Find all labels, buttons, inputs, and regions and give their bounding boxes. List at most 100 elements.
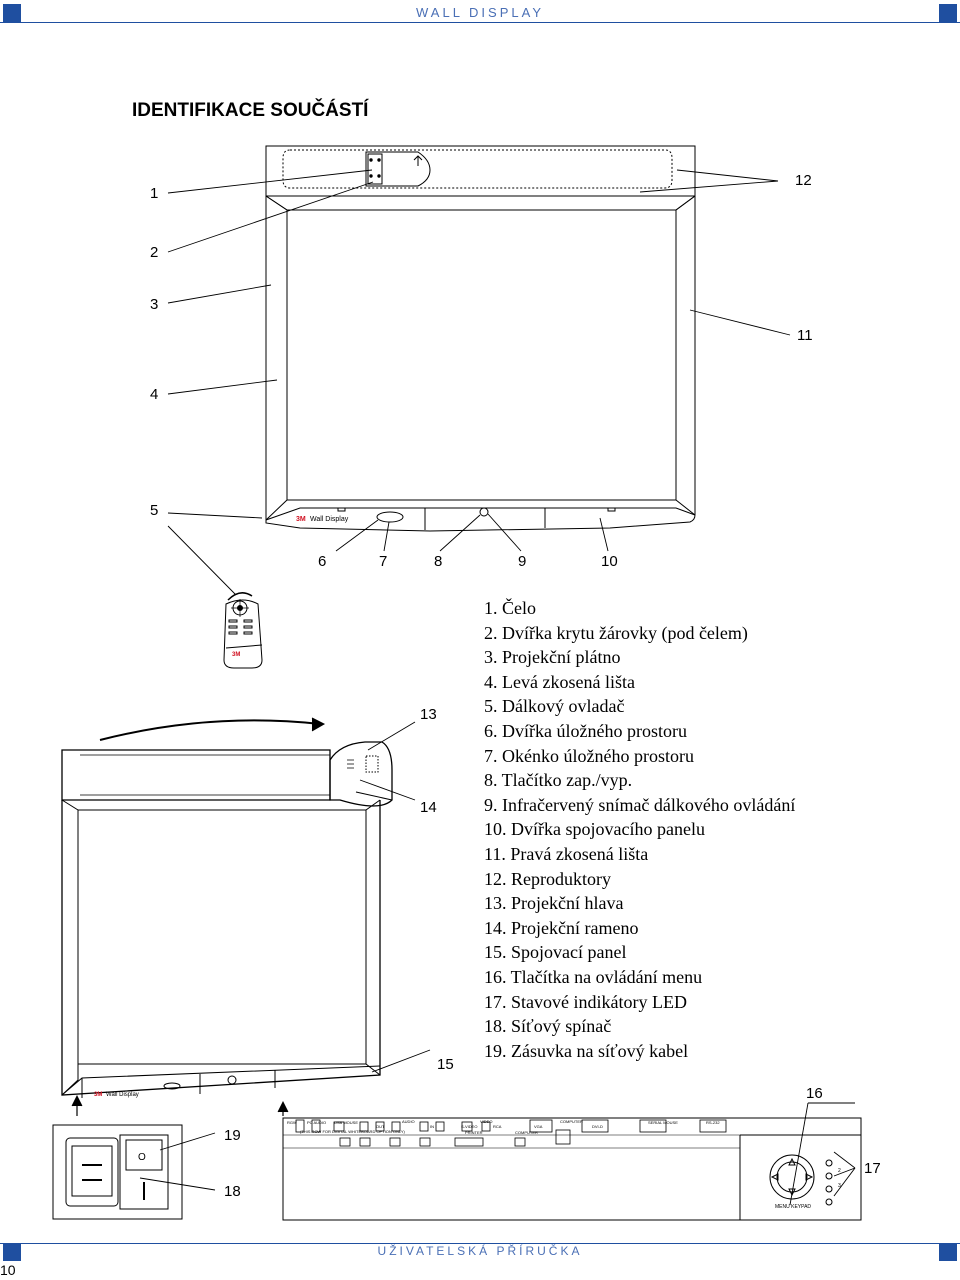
legend-item: 10. Dvířka spojovacího panelu — [484, 819, 705, 840]
legend-item: 13. Projekční hlava — [484, 893, 624, 914]
svg-text:COMPUTER: COMPUTER — [515, 1130, 538, 1135]
header-square-left — [3, 4, 21, 22]
callout-12: 12 — [795, 172, 812, 189]
svg-text:PRINTER: PRINTER — [465, 1130, 483, 1135]
led-2 — [825, 1172, 833, 1180]
svg-text:O: O — [138, 1152, 146, 1163]
legend-item: 12. Reproduktory — [484, 868, 611, 889]
legend-item: 7. Okénko úložného prostoru — [484, 745, 694, 766]
side-frame — [61, 800, 381, 1096]
storage-window — [376, 511, 404, 523]
svg-text:DVI-D: DVI-D — [592, 1124, 603, 1129]
lamp-door — [365, 151, 431, 187]
svg-text:SERIAL MOUSE: SERIAL MOUSE — [648, 1120, 678, 1125]
callout-4: 4 — [150, 386, 159, 403]
legend-item: 16. Tlačítka na ovládání menu — [484, 966, 703, 987]
side-view: 3M Wall Display — [61, 717, 393, 1098]
callout-15: 15 — [437, 1056, 454, 1073]
legend-item: 11. Pravá zkosená lišta — [484, 843, 649, 864]
svg-text:VIDEO: VIDEO — [480, 1119, 492, 1124]
callout-14: 14 — [420, 799, 437, 816]
callout-17: 17 — [864, 1160, 881, 1177]
front-brand-logo: 3M — [296, 516, 306, 523]
legend-item: 1. Čelo — [484, 598, 536, 618]
svg-text:COMPUTER: COMPUTER — [560, 1119, 583, 1124]
callout-16: 16 — [806, 1085, 823, 1102]
speaker-grille — [282, 149, 673, 189]
projection-head — [329, 741, 393, 807]
svg-text:AUDIO: AUDIO — [402, 1119, 415, 1124]
power-button — [479, 507, 489, 517]
side-bottom-trim — [61, 1065, 381, 1096]
connection-panel: RGW PC AUDIO USB MOUSE OUT AUDIO IN VIDE… — [282, 1117, 862, 1221]
legend-item: 18. Síťový spínač — [484, 1016, 612, 1037]
arm-motion-arrow — [99, 719, 321, 741]
legend-item: 5. Dálkový ovladač — [484, 696, 625, 717]
legend-item: 17. Stavové indikátory LED — [484, 991, 687, 1012]
side-brand-logo: 3M — [94, 1092, 102, 1098]
leader-lines-top — [167, 169, 791, 552]
remote-brand-logo: 3M — [232, 652, 240, 658]
legend-item: 19. Zásuvka na síťový kabel — [484, 1040, 689, 1061]
page-number: 10 — [0, 1262, 16, 1278]
parts-legend: 1. Čelo 2. Dvířka krytu žárovky (pod čel… — [484, 596, 795, 1063]
legend-item: 3. Projekční plátno — [484, 647, 621, 668]
legend-item: 9. Infračervený snímač dálkového ovládán… — [484, 794, 796, 815]
svg-text:S-VIDEO: S-VIDEO — [461, 1124, 477, 1129]
power-inlet — [65, 1137, 119, 1207]
power-switch — [119, 1134, 169, 1210]
legend-item: 14. Projekční rameno — [484, 917, 639, 938]
led-1 — [825, 1159, 833, 1167]
svg-text:3: 3 — [838, 1183, 841, 1189]
svg-text:RS-232: RS-232 — [706, 1120, 720, 1125]
svg-text:2: 2 — [838, 1168, 841, 1174]
header-rule — [0, 22, 960, 23]
callout-18: 18 — [224, 1183, 241, 1200]
left-bevel — [265, 195, 288, 521]
svg-text:RGW: RGW — [287, 1120, 297, 1125]
legend-item: 6. Dvířka úložného prostoru — [484, 720, 687, 741]
svg-text:PC AUDIO: PC AUDIO — [307, 1120, 326, 1125]
callout-3: 3 — [150, 296, 159, 313]
callout-8: 8 — [434, 553, 443, 570]
bottom-trim — [265, 507, 696, 521]
callout-6: 6 — [318, 553, 327, 570]
callout-11: 11 — [797, 327, 813, 344]
header-square-right — [939, 4, 957, 22]
front-product-name: Wall Display — [310, 516, 349, 523]
led-3 — [825, 1185, 833, 1193]
svg-text:OUT: OUT — [376, 1124, 385, 1129]
callout-19: 19 — [224, 1127, 241, 1144]
svg-text:VGA: VGA — [534, 1124, 543, 1129]
right-bevel — [675, 195, 696, 516]
callout-9: 9 — [518, 553, 527, 570]
callout-2: 2 — [150, 244, 159, 261]
side-product-name: Wall Display — [106, 1092, 139, 1098]
section-title: IDENTIFIKACE SOUČÁSTÍ — [132, 100, 369, 121]
callout-13: 13 — [420, 706, 437, 723]
callout-5: 5 — [150, 502, 159, 519]
remote-rotate-arrow — [227, 592, 253, 601]
callout-10: 10 — [601, 553, 618, 570]
front-bezel — [265, 145, 696, 532]
svg-text:(THIS ROW FOR DIGITAL WHITEBOA: (THIS ROW FOR DIGITAL WHITEBOARD OPTION … — [300, 1129, 405, 1134]
remote-control: 3M — [223, 592, 263, 669]
footer-square-right — [939, 1243, 957, 1261]
legend-item: 8. Tlačítko zap./vyp. — [484, 770, 633, 791]
svg-text:IN: IN — [430, 1124, 434, 1129]
projection-screen — [286, 209, 677, 501]
legend-item: 2. Dvířka krytu žárovky (pod čelem) — [484, 622, 748, 643]
header-title: WALL DISPLAY — [416, 5, 544, 20]
menu-keypad-dial — [769, 1154, 815, 1200]
lamp-door-screws — [367, 153, 383, 185]
side-screen — [77, 809, 367, 1065]
svg-text:USB MOUSE: USB MOUSE — [334, 1120, 358, 1125]
callout-1: 1 — [150, 185, 159, 202]
led-4 — [825, 1198, 833, 1206]
projection-arm — [61, 749, 331, 801]
footer-rule — [0, 1243, 960, 1244]
footer-title: UŽIVATELSKÁ PŘÍRUČKA — [377, 1244, 583, 1258]
svg-text:RCA: RCA — [493, 1124, 502, 1129]
callout-7: 7 — [379, 553, 388, 570]
